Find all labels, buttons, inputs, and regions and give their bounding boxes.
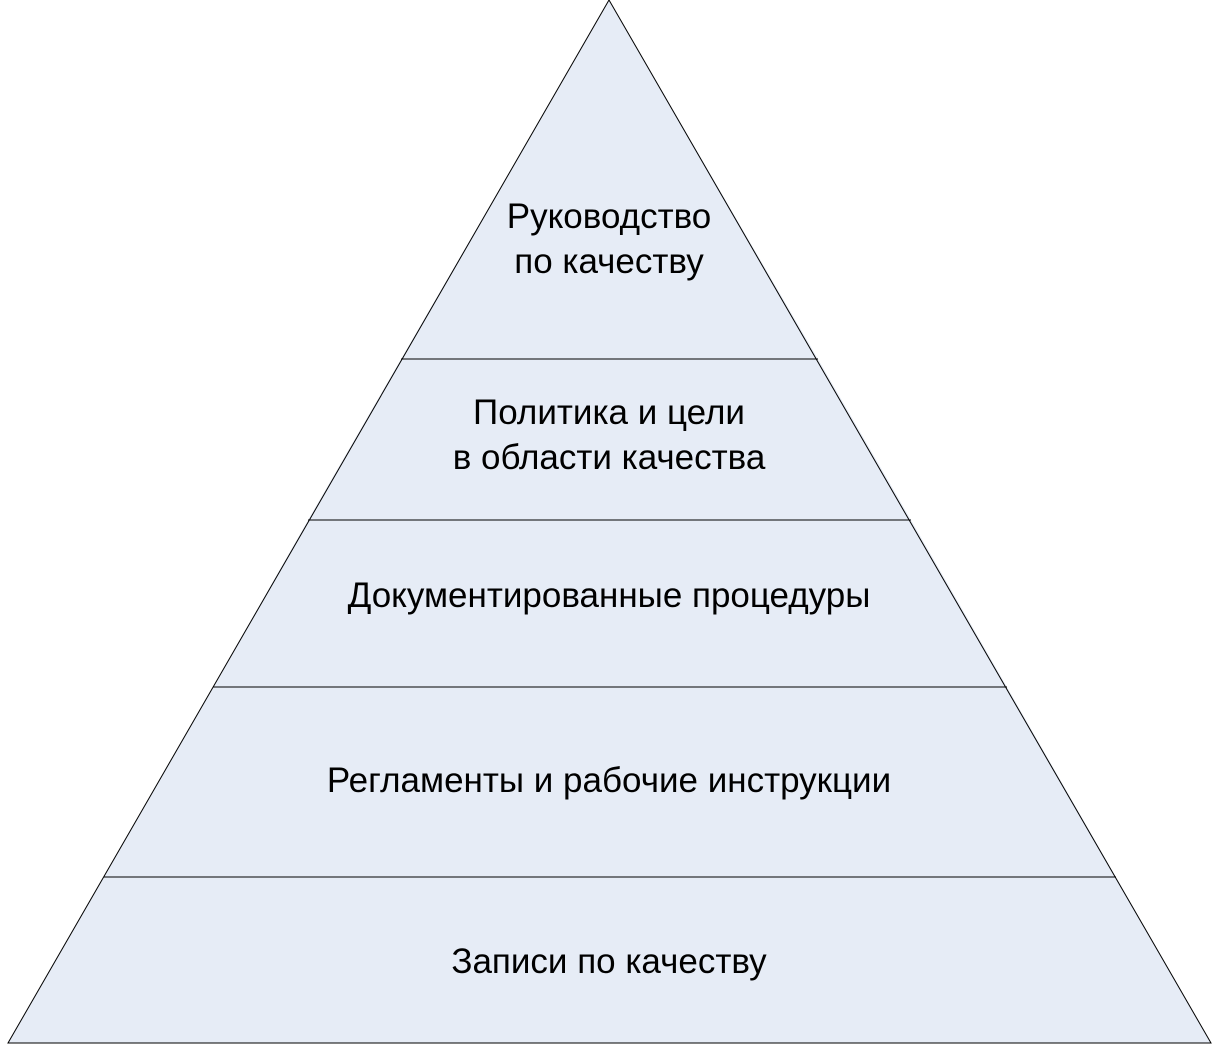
level-2-label-line-2: в области качества — [453, 438, 766, 477]
level-1-label-line-2: по качеству — [514, 242, 704, 281]
level-3-label: Документированные процедуры — [348, 576, 871, 615]
pyramid-level-4 — [104, 687, 1116, 877]
pyramid-level-2 — [308, 359, 911, 520]
pyramid-level-3 — [213, 520, 1007, 687]
level-1-label-line-1: Руководство — [507, 197, 712, 236]
pyramid-level-5 — [8, 877, 1211, 1043]
pyramid-level-1 — [401, 0, 818, 359]
pyramid-outline — [7, 0, 1212, 1044]
level-5-label: Записи по качеству — [451, 942, 767, 981]
level-4-label: Регламенты и рабочие инструкции — [327, 761, 891, 800]
level-2-label-line-1: Политика и цели — [473, 393, 745, 432]
